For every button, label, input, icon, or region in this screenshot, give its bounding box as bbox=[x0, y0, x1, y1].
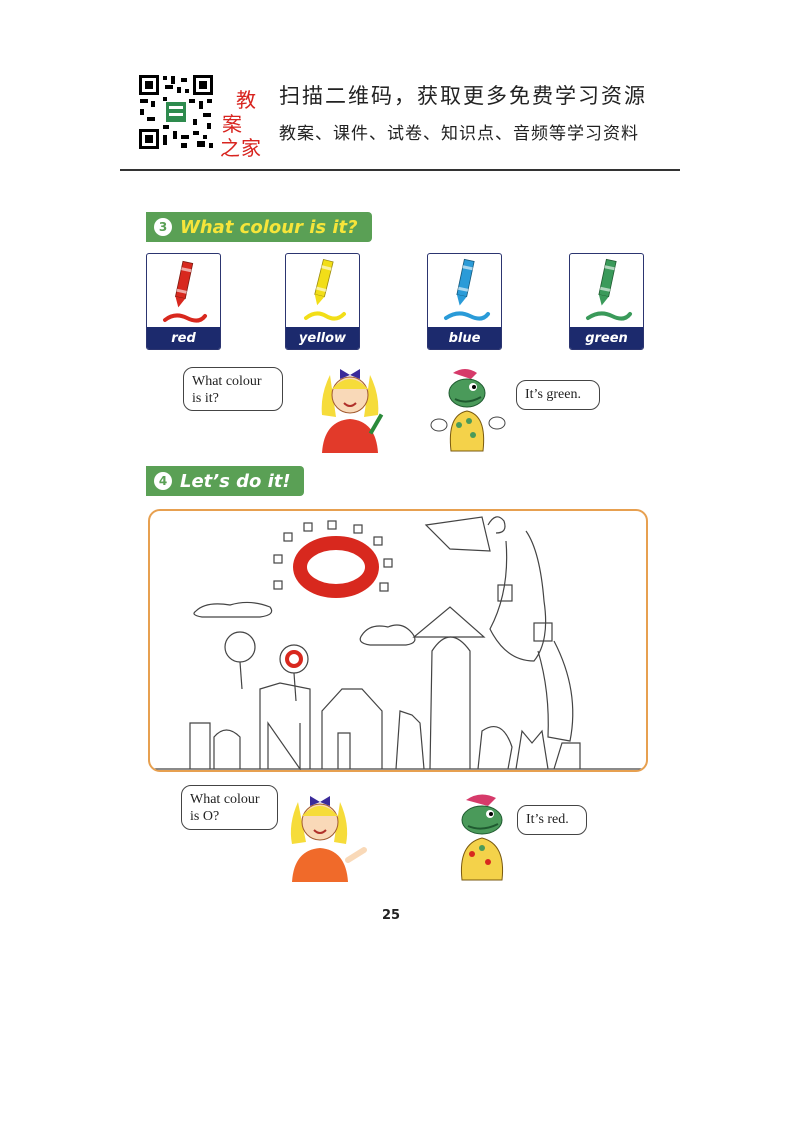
speech-bubble-girl-1: What colour is it? bbox=[183, 367, 283, 411]
section3-number: 3 bbox=[154, 218, 172, 236]
card-label-green: green bbox=[570, 327, 643, 349]
header-line2: 教案、课件、试卷、知识点、音频等学习资料 bbox=[279, 124, 639, 144]
section3-title: What colour is it? bbox=[180, 216, 358, 238]
girl-character-icon bbox=[321, 369, 384, 453]
bubble-dino-2-text: It’s red. bbox=[526, 812, 569, 827]
girl-character-icon-2 bbox=[290, 796, 367, 882]
bubble-girl-1-text: What colour is it? bbox=[192, 374, 262, 406]
header-divider bbox=[120, 169, 680, 171]
card-label-yellow: yellow bbox=[286, 327, 359, 349]
brand-line2: 之家 bbox=[220, 136, 262, 160]
bubble-girl-2-text: What colour is O? bbox=[190, 792, 260, 824]
section4-number: 4 bbox=[154, 472, 172, 490]
qr-code bbox=[137, 73, 215, 151]
colour-card-green: green bbox=[569, 253, 644, 350]
dinosaur-character-icon bbox=[430, 369, 506, 452]
speech-bubble-dino-1: It’s green. bbox=[516, 380, 600, 410]
brand-line1: 教案 bbox=[222, 88, 257, 136]
colour-card-yellow: yellow bbox=[285, 253, 360, 350]
red-crayon-icon bbox=[163, 260, 207, 323]
section3-banner: 3 What colour is it? bbox=[146, 212, 372, 242]
green-crayon-icon bbox=[586, 258, 632, 321]
coloring-picture bbox=[148, 509, 648, 772]
blue-crayon-icon bbox=[444, 258, 490, 321]
section4-banner: 4 Let’s do it! bbox=[146, 466, 304, 496]
card-label-blue: blue bbox=[428, 327, 501, 349]
dinosaur-character-icon-2 bbox=[460, 794, 504, 881]
header-line1: 扫描二维码，获取更多免费学习资源 bbox=[279, 84, 647, 108]
yellow-crayon-icon bbox=[304, 258, 346, 321]
page-number: 25 bbox=[382, 908, 401, 923]
brand-logo: 教案 之家 bbox=[220, 88, 272, 160]
speech-bubble-dino-2: It’s red. bbox=[517, 805, 587, 835]
speech-bubble-girl-2: What colour is O? bbox=[181, 785, 278, 830]
colour-card-blue: blue bbox=[427, 253, 502, 350]
colour-card-red: red bbox=[146, 253, 221, 350]
card-label-red: red bbox=[147, 327, 220, 349]
bubble-dino-1-text: It’s green. bbox=[525, 387, 581, 402]
section4-title: Let’s do it! bbox=[180, 470, 291, 492]
